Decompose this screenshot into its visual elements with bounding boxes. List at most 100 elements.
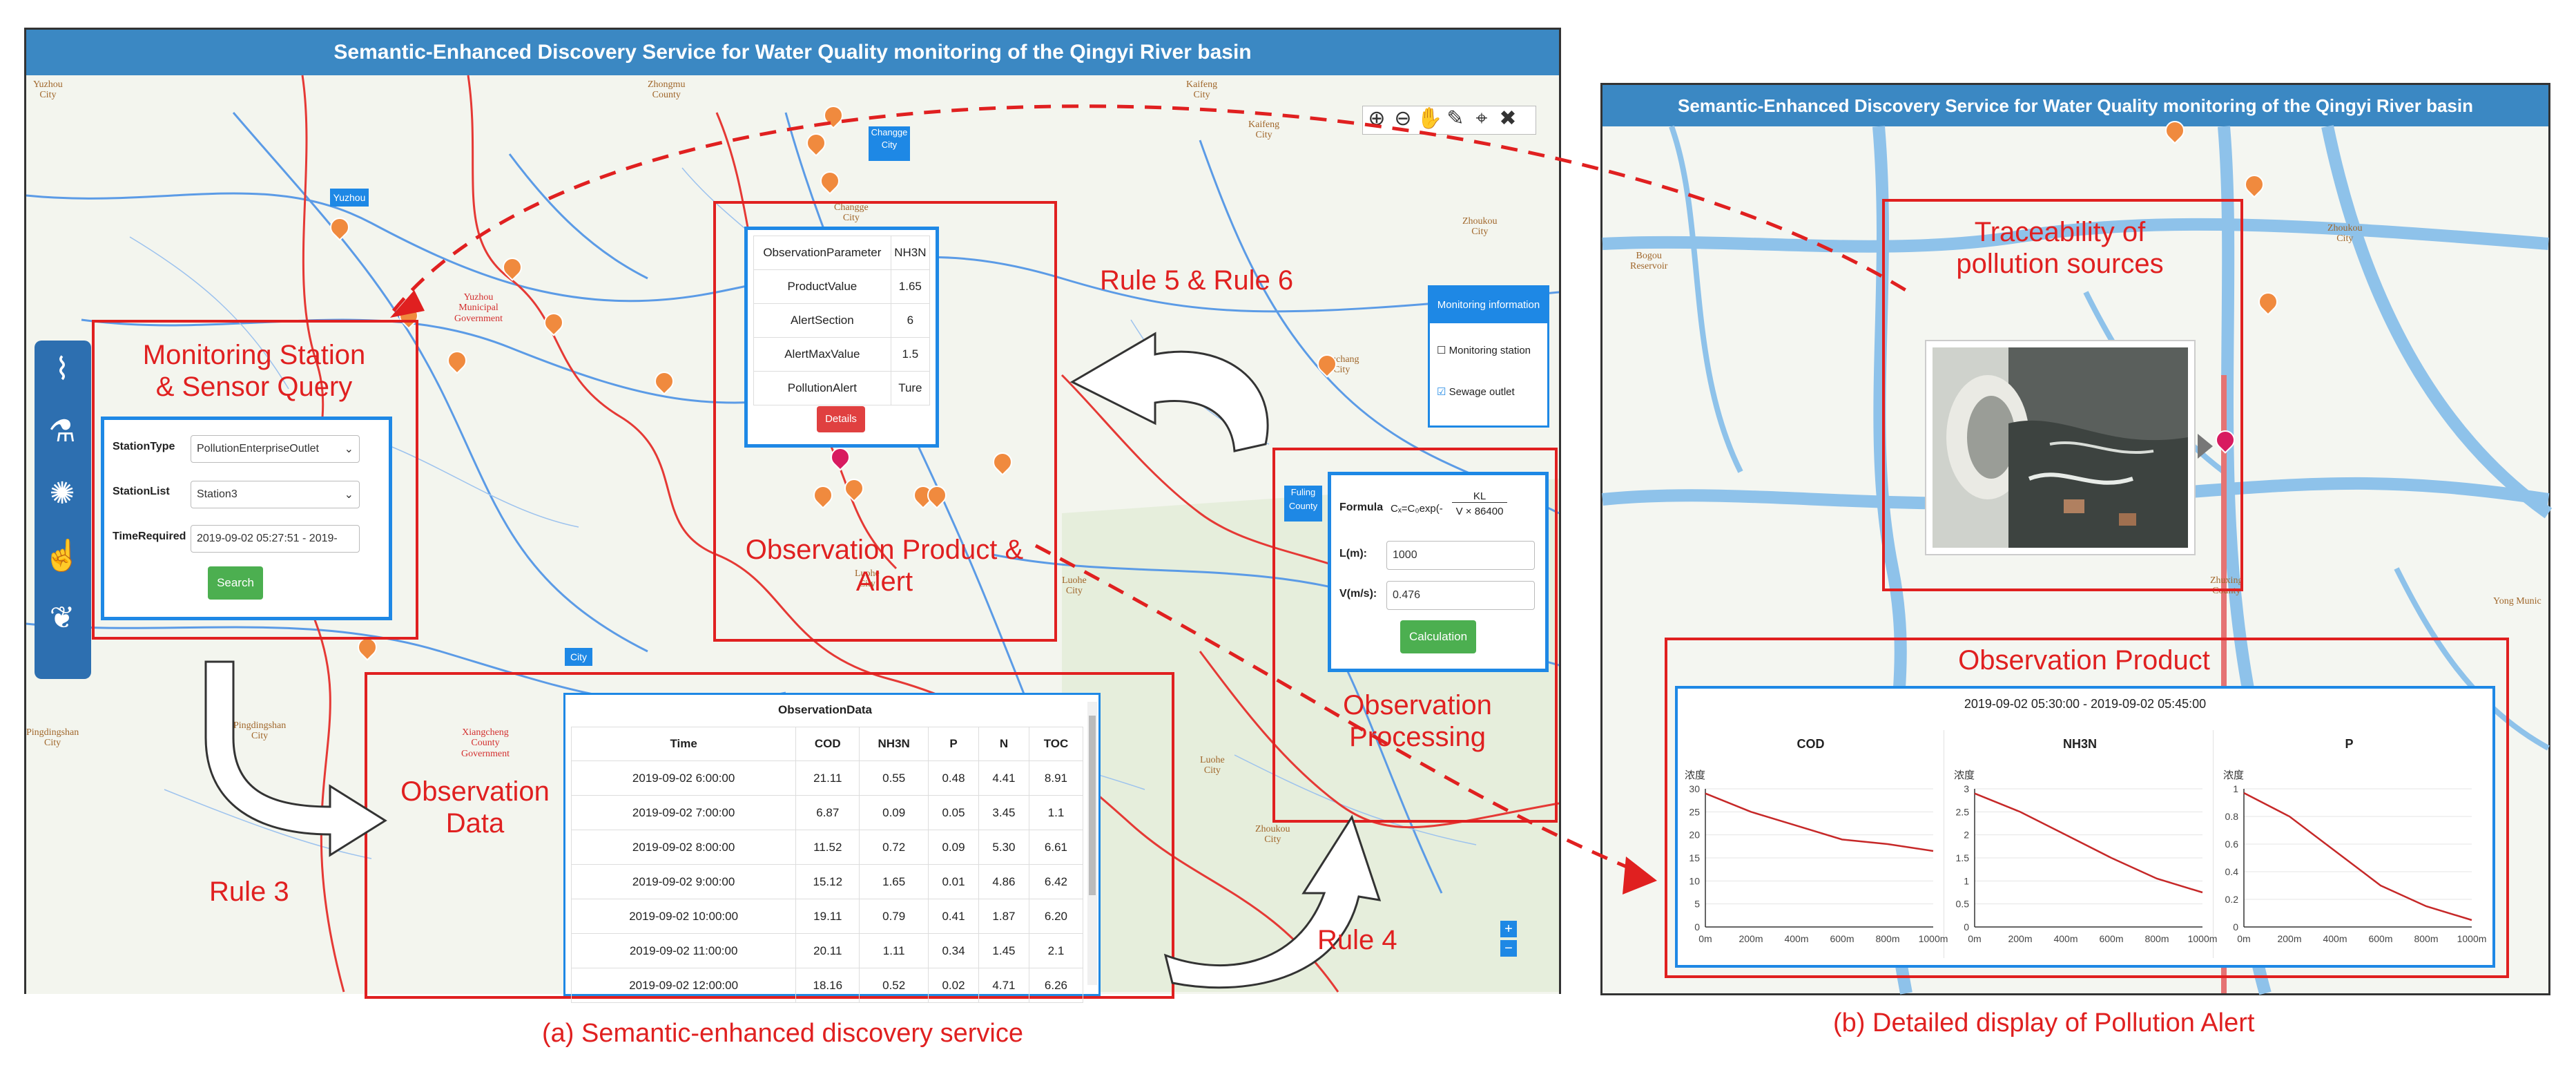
city-label: Bogou Reservoir	[1630, 251, 1668, 272]
chart-title: NH3N	[2062, 737, 2097, 751]
city-label: Yong Munic	[2493, 596, 2541, 606]
hand-drop-icon[interactable]: ☝	[43, 539, 81, 573]
observation-data-annotation: Observation Data	[400, 776, 550, 839]
right-title-bar: Semantic-Enhanced Discovery Service for …	[1602, 85, 2548, 126]
measure-icon[interactable]: ✎	[1446, 107, 1464, 130]
clear-icon[interactable]: ✖	[1499, 107, 1517, 130]
flask-icon[interactable]: ⚗	[48, 414, 76, 448]
x-tick-label: 1000m	[2188, 933, 2218, 944]
locate-icon[interactable]: ⌖	[1475, 107, 1488, 130]
l-input[interactable]: 1000	[1386, 541, 1535, 570]
observation-product-annotation: Observation Product	[1958, 645, 2210, 676]
processing-annotation: Observation Processing	[1343, 690, 1492, 752]
city-label: Zhoukou City	[1255, 824, 1290, 845]
table-cell: 0.79	[859, 899, 929, 934]
table-header-row: Time COD NH3N P N TOC	[570, 727, 1084, 761]
search-button[interactable]: Search	[208, 566, 263, 600]
x-tick-label: 200m	[2008, 933, 2032, 944]
pan-hand-icon[interactable]: ✋	[1417, 107, 1443, 130]
formula-numerator: KL	[1452, 490, 1507, 503]
city-label: Luohe City	[855, 568, 880, 590]
traceability-annotation: Traceability of pollution sources	[1956, 217, 2164, 279]
rule4-arrow	[1163, 814, 1382, 989]
county-badge[interactable]: Changge City	[869, 126, 910, 161]
y-tick-label: 0	[1964, 921, 1969, 932]
pollution-source-photo[interactable]	[1925, 340, 2196, 555]
zoom-out-button[interactable]: −	[1500, 940, 1517, 957]
alert-value: 6	[890, 303, 931, 338]
l-label: L(m):	[1339, 548, 1367, 559]
city-label: Zhoukou City	[2327, 223, 2363, 245]
v-value: 0.476	[1393, 589, 1421, 601]
y-tick-label: 10	[1689, 875, 1700, 886]
table-cell: 0.41	[928, 899, 979, 934]
column-header: P	[928, 727, 979, 761]
formula-text: Cₓ=C₀exp(-	[1391, 503, 1443, 515]
right-caption: (b) Detailed display of Pollution Alert	[1833, 1008, 2255, 1037]
sewage-outlet-checkbox[interactable]: ☑ Sewage outlet	[1437, 385, 1515, 398]
zoom-out-icon[interactable]: ⊖	[1394, 107, 1412, 130]
city-label: Yuzhou City	[33, 79, 63, 101]
table-scrollbar[interactable]	[1087, 702, 1097, 985]
table-cell: 6.42	[1028, 864, 1084, 899]
fuling-county-badge[interactable]: Fuling County	[1284, 486, 1322, 522]
city-badge[interactable]: City	[565, 648, 592, 666]
details-button[interactable]: Details	[817, 406, 865, 432]
station-type-select[interactable]: PollutionEnterpriseOutlet⌄	[191, 435, 360, 463]
station-list-select[interactable]: Station3⌄	[191, 481, 360, 508]
x-tick-label: 0m	[2237, 933, 2250, 944]
station-query-form: StationType PollutionEnterpriseOutlet⌄ S…	[101, 417, 392, 620]
station-query-highlight	[92, 320, 418, 640]
observation-product-panel: 2019-09-02 05:30:00 - 2019-09-02 05:45:0…	[1675, 686, 2495, 968]
chart-title: P	[2345, 737, 2354, 751]
yuzhou-badge[interactable]: Yuzhou	[330, 189, 369, 207]
monitoring-station-label: Monitoring station	[1449, 345, 1531, 356]
calculation-button[interactable]: Calculation	[1400, 620, 1476, 653]
product-alert-highlight	[713, 201, 1057, 642]
table-cell: 2019-09-02 12:00:00	[570, 968, 797, 1003]
monitoring-info-title: Monitoring information	[1430, 287, 1547, 323]
monitoring-station-checkbox[interactable]: ☐ Monitoring station	[1437, 344, 1531, 356]
chevron-down-icon: ⌄	[344, 489, 354, 501]
x-tick-label: 200m	[1739, 933, 1763, 944]
y-tick-label: 2	[1964, 830, 1969, 841]
y-tick-label: 0	[1694, 921, 1700, 932]
formula-label: Formula	[1339, 501, 1384, 513]
particles-icon[interactable]: ✺	[49, 477, 75, 510]
v-input[interactable]: 0.476	[1386, 581, 1535, 610]
time-required-label: TimeRequired	[113, 530, 186, 542]
processing-form: Formula Cₓ=C₀exp(- KL V × 86400 L(m): 10…	[1328, 472, 1549, 672]
city-label: Pingdingshan City	[233, 720, 287, 742]
observation-product-highlight	[1665, 638, 2509, 978]
faucet-icon[interactable]: ⌇	[55, 352, 70, 386]
rule3-annotation: Rule 3	[209, 877, 289, 907]
leaf-icon[interactable]: ❦	[49, 601, 75, 635]
sewage-outlet-label: Sewage outlet	[1449, 386, 1515, 398]
y-tick-label: 20	[1689, 830, 1700, 841]
x-tick-label: 0m	[1968, 933, 1981, 944]
formula-denominator: V × 86400	[1455, 506, 1504, 517]
table-cell: 0.55	[859, 760, 929, 796]
rule56-arrow	[1069, 332, 1269, 452]
time-required-input[interactable]: 2019-09-02 05:27:51 - 2019-	[191, 525, 360, 553]
alert-key: AlertMaxValue	[753, 337, 891, 372]
table-cell: 6.61	[1028, 830, 1084, 865]
y-tick-label: 1	[1964, 875, 1969, 886]
left-caption: (a) Semantic-enhanced discovery service	[542, 1019, 1023, 1048]
station-type-label: StationType	[113, 441, 175, 452]
zoom-in-button[interactable]: +	[1500, 921, 1517, 937]
city-label: Changge City	[834, 202, 869, 224]
right-title: Semantic-Enhanced Discovery Service for …	[1678, 95, 2473, 116]
left-map-panel: Semantic-Enhanced Discovery Service for …	[24, 28, 1561, 1003]
table-cell: 6.26	[1028, 968, 1084, 1003]
scrollbar-thumb[interactable]	[1089, 716, 1096, 895]
y-tick-label: 1.5	[1956, 852, 1970, 863]
